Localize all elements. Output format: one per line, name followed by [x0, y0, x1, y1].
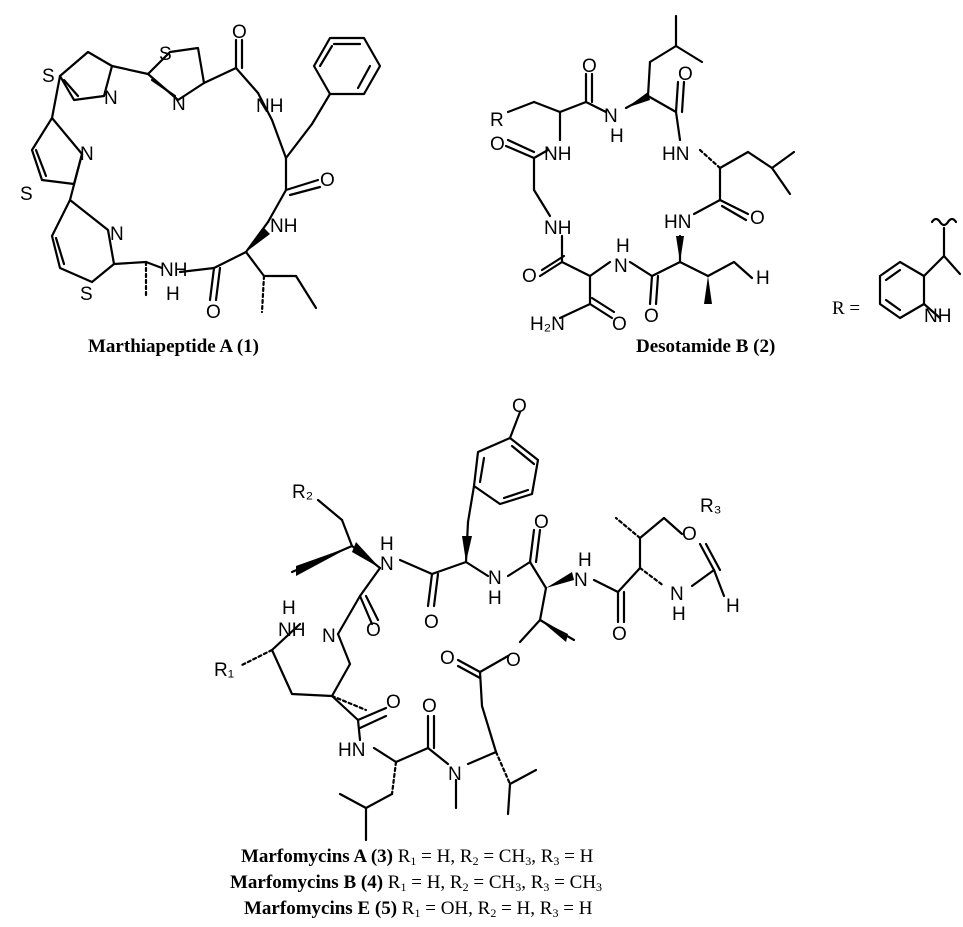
atom-n: N [80, 144, 94, 165]
desotamide-b-atoms: R O N H O HN NH O O HN NH H N O H O H₂N … [490, 56, 951, 335]
atom-n: N [574, 570, 588, 591]
atom-nh: NH [278, 620, 305, 641]
atom-r2: R₂ [292, 482, 313, 503]
atom-o: O [320, 170, 335, 191]
atom-n: N [604, 106, 618, 127]
atom-n: N [448, 764, 462, 785]
atom-h: H [380, 534, 394, 555]
atom-o: O [490, 134, 505, 155]
atom-h: H [610, 126, 624, 147]
r-group-label: R = [832, 298, 861, 319]
atom-o: O [534, 512, 549, 533]
atom-o: O [512, 396, 527, 417]
atom-hn: HN [338, 740, 365, 761]
atom-nh: NH [924, 306, 951, 327]
atom-r: R [490, 110, 504, 131]
atom-h: H [166, 284, 180, 305]
atom-o: O [206, 302, 221, 323]
atom-s: S [80, 284, 93, 305]
marthiapeptide-a-structure [30, 36, 382, 314]
atom-o: O [750, 208, 765, 229]
atom-nh: NH [544, 144, 571, 165]
caption-marfomycin-a: Marfomycins A (3) R1 = H, R2 = CH3, R3 =… [241, 846, 594, 868]
desotamide-b-structure [504, 14, 962, 320]
atom-h: H [616, 236, 630, 257]
atom-o: O [424, 612, 439, 633]
atom-n: N [614, 256, 628, 277]
atom-hn: HN [664, 212, 691, 233]
atom-nh: NH [256, 96, 283, 117]
atom-n: N [322, 626, 336, 647]
atom-o: O [422, 696, 437, 717]
atom-h2n: H₂N [530, 314, 565, 335]
atom-nh: NH [544, 218, 571, 239]
atom-s: S [20, 184, 33, 205]
atom-s: S [159, 44, 172, 65]
atom-o: O [440, 648, 455, 669]
atom-r3: R₃ [700, 496, 721, 517]
atom-o: O [232, 22, 247, 43]
marfomycin-atoms: O R₂ R₃ H N N H O H N O N H H H NH N O O… [214, 396, 740, 785]
atom-o: O [612, 314, 627, 335]
atom-n: N [380, 554, 394, 575]
atom-o: O [678, 64, 693, 85]
atom-nh: NH [270, 216, 297, 237]
marthiapeptide-a-atoms: S N O S N S N S N NH O NH NH H O [20, 22, 335, 323]
atom-n: N [172, 94, 186, 115]
atom-s: S [42, 66, 55, 87]
atom-h: H [282, 598, 296, 619]
atom-h: H [726, 596, 740, 617]
atom-o: O [682, 524, 697, 545]
atom-n: N [488, 568, 502, 589]
atom-r1: R₁ [214, 660, 234, 681]
atom-o: O [522, 266, 537, 287]
marfomycin-structure [238, 410, 726, 842]
caption-compound-2: Desotamide B (2) [636, 336, 776, 357]
atom-o: O [582, 56, 597, 77]
atom-n: N [104, 88, 118, 109]
atom-hn: HN [662, 144, 689, 165]
atom-n: N [110, 224, 124, 245]
atom-h: H [672, 604, 686, 625]
atom-o: O [644, 306, 659, 327]
caption-marfomycin-b: Marfomycins B (4) R1 = H, R2 = CH3, R3 =… [230, 872, 603, 894]
atom-o: O [386, 692, 401, 713]
atom-o: O [506, 650, 521, 671]
atom-h: H [756, 268, 770, 289]
atom-nh: NH [160, 260, 187, 281]
caption-compound-1: Marthiapeptide A (1) [88, 336, 259, 357]
atom-n: N [670, 584, 684, 605]
atom-h: H [578, 550, 592, 571]
caption-marfomycin-e: Marfomycins E (5) R1 = OH, R2 = H, R3 = … [244, 898, 593, 920]
atom-o: O [612, 624, 627, 645]
atom-h: H [488, 588, 502, 609]
atom-o: O [366, 620, 381, 641]
